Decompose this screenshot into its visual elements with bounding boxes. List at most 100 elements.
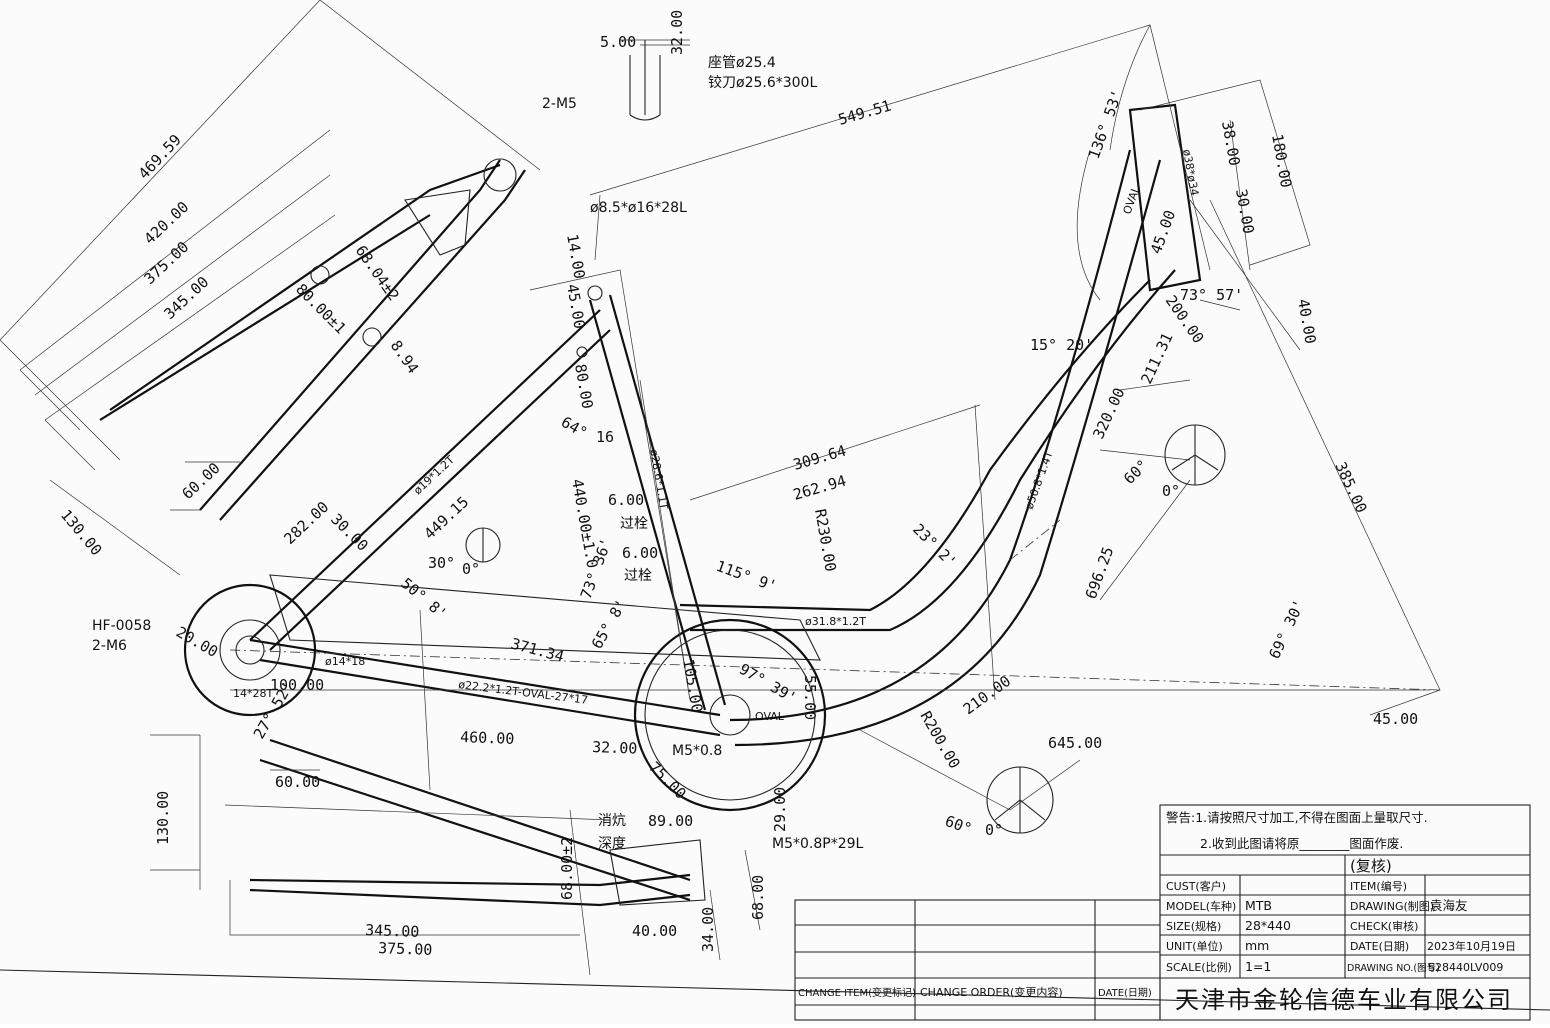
- angle-73: 73° 57': [1180, 286, 1243, 304]
- dim-40: 40.00: [632, 922, 677, 940]
- note-dropout-small: 14*28T: [233, 687, 273, 700]
- change-date-label: DATE(日期): [1098, 987, 1152, 999]
- dim-345a: 345.00: [160, 273, 212, 323]
- angle-97: 97° 39': [736, 660, 800, 707]
- dim-R200: R200.00: [917, 708, 964, 772]
- dimension-lines: [0, 0, 1441, 976]
- note-bb-thread-long: M5*0.8P*29L: [772, 836, 864, 852]
- note-bb-thread: M5*0.8: [672, 743, 722, 759]
- dim-105: 105.00: [679, 658, 706, 714]
- angle-136: 136° 53': [1085, 87, 1127, 161]
- change-order-label: CHANGE ORDER(变更内容): [920, 985, 1063, 999]
- dim-211: 211.31: [1137, 330, 1176, 387]
- dim-29: 29.00: [771, 787, 789, 832]
- dim-385: 385.00: [1331, 459, 1370, 516]
- note-headtube-spec: ø38*ø34: [1180, 148, 1201, 197]
- dim-32b: 32.00: [668, 10, 686, 55]
- note-seat-post: 座管ø25.4: [708, 55, 776, 71]
- dim-55: 55.00: [801, 675, 819, 720]
- unit-value: mm: [1245, 938, 1269, 953]
- dim-375a: 375.00: [140, 238, 192, 288]
- note-dim-6a: 6.00: [608, 491, 644, 509]
- cust-label: CUST(客户): [1166, 879, 1226, 893]
- dim-68b: 68.00±2: [558, 837, 576, 900]
- company-name: 天津市金轮信德车业有限公司: [1175, 986, 1513, 1014]
- dim-80b: 80.00: [571, 363, 597, 411]
- note-pin2: 过栓: [624, 568, 652, 584]
- note-toptube-tube: ø50.8*1.4T: [1023, 449, 1056, 511]
- dim-262: 262.94: [791, 472, 848, 504]
- dim-20: 20.00: [173, 623, 221, 661]
- note-reamer: 铰刀ø25.6*300L: [708, 75, 817, 91]
- dim-R230: R230.00: [811, 508, 840, 573]
- dim-210: 210.00: [960, 672, 1014, 718]
- model-value: MTB: [1245, 898, 1272, 913]
- dim-130a: 130.00: [57, 506, 106, 559]
- seat-post-detail: [620, 39, 690, 121]
- dim-696: 696.25: [1082, 544, 1117, 601]
- dim-180: 180.00: [1268, 133, 1295, 189]
- dim-68-04: 68.04±2: [352, 242, 403, 304]
- unit-label: UNIT(单位): [1166, 939, 1223, 953]
- angle-64: 64°: [558, 413, 590, 442]
- date-value: 2023年10月19日: [1427, 939, 1516, 953]
- dim-460: 460.00: [460, 728, 515, 748]
- angle-65: 65° 8': [588, 596, 631, 652]
- angle-60b: 60°: [943, 812, 975, 838]
- note-seatstay-tube: ø19*1.2T: [411, 453, 457, 497]
- change-item-label: CHANGE ITEM(变更标记): [798, 986, 916, 999]
- dim-130b: 130.00: [154, 791, 172, 845]
- model-label: MODEL(车种): [1166, 899, 1236, 913]
- note-chainstay-ovalt: ø14*18: [325, 655, 365, 668]
- note-pin-hole: ø8.5*ø16*28L: [590, 200, 687, 216]
- dim-309: 309.64: [791, 442, 848, 474]
- dim-38: 38.00: [1218, 120, 1244, 168]
- date-label: DATE(日期): [1350, 940, 1409, 953]
- angle-15: 15° 20': [1030, 336, 1093, 354]
- warning-line-2: 2.收到此图请将原________图面作废.: [1200, 836, 1403, 851]
- note-dim-6b: 6.00: [622, 544, 658, 562]
- angle-60a: 60°: [1120, 456, 1152, 488]
- angle-30: 30°: [428, 554, 455, 572]
- note-bolt-rear: 2-M6: [92, 638, 127, 654]
- drawno-value: S28440LV009: [1428, 961, 1503, 974]
- dim-68c: 68.00: [749, 875, 767, 920]
- scale-label: SCALE(比例): [1166, 960, 1232, 974]
- angle-69: 69° 30': [1265, 597, 1308, 662]
- dim-30b: 30.00: [1232, 188, 1258, 236]
- dim-60a: 60.00: [178, 459, 223, 503]
- dim-420: 420.00: [140, 198, 192, 248]
- dim-645: 645.00: [1048, 734, 1102, 752]
- dim-375b: 375.00: [378, 939, 433, 959]
- dim-45b: 45.00: [1373, 710, 1418, 728]
- note-flatten: 消炕: [598, 813, 626, 829]
- note-oval-bb: OVAL: [755, 710, 785, 723]
- dim-8-94: 8.94: [387, 337, 422, 377]
- dim-320: 320.00: [1089, 385, 1128, 442]
- dim-371: 371.34: [509, 634, 566, 665]
- dim-282: 282.00: [280, 498, 332, 548]
- dim-89: 89.00: [648, 812, 693, 830]
- dim-345b: 345.00: [365, 921, 420, 941]
- scale-value: 1=1: [1245, 959, 1271, 974]
- note-hf-part: HF-0058: [92, 618, 151, 634]
- dim-45a: 45.00: [563, 283, 589, 331]
- drawing-label: DRAWING(制图): [1350, 900, 1434, 913]
- angle-115: 115° 9': [714, 557, 780, 596]
- title-block: 警告:1.请按照尺寸加工,不得在图面上量取尺寸. 2.收到此图请将原______…: [0, 804, 1550, 1021]
- angle-0a: 0°: [1162, 482, 1180, 500]
- size-label: SIZE(规格): [1166, 919, 1221, 933]
- size-value: 28*440: [1245, 918, 1291, 933]
- note-seattube-tube: ø28.6*1.1T: [647, 448, 670, 511]
- note-downtube-tube: ø31.8*1.2T: [805, 615, 866, 628]
- dim-549: 549.51: [836, 97, 893, 129]
- dim-34: 34.00: [699, 907, 717, 952]
- note-pin1: 过栓: [620, 516, 648, 532]
- warning-line-1: 警告:1.请按照尺寸加工,不得在图面上量取尺寸.: [1166, 810, 1428, 825]
- dim-60b: 60.00: [275, 773, 320, 791]
- note-depth: 深度: [598, 836, 626, 852]
- dim-80: 80.00±1: [292, 280, 349, 337]
- angle-23: 23° 2': [909, 520, 960, 571]
